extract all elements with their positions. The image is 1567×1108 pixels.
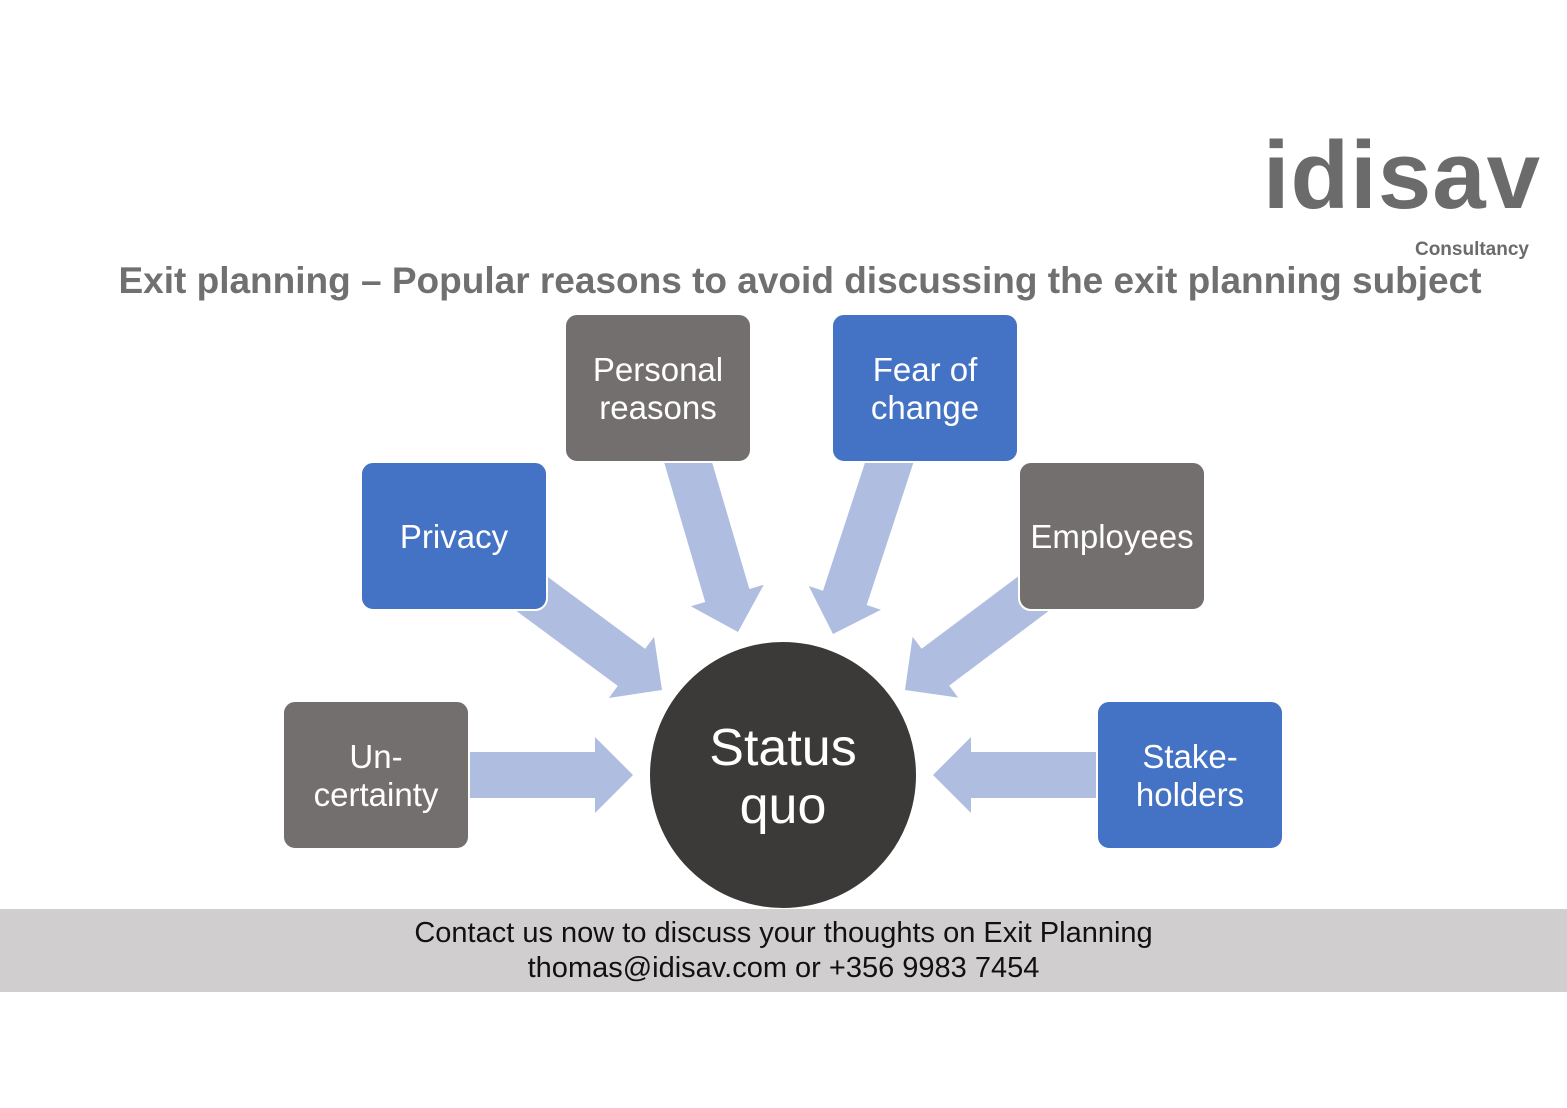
reason-label: change [871,389,979,426]
reason-label: Employees [1030,518,1193,555]
footer-line-1: Contact us now to discuss your thoughts … [414,917,1153,949]
status-quo-label: Status [709,719,856,777]
arrow-personal [660,438,764,632]
reason-box-privacy: Privacy [360,461,548,611]
reason-label: Personal [593,351,723,388]
reason-box-employees: Employees [1018,461,1206,611]
reason-label: reasons [599,389,716,426]
status-quo-label: quo [740,777,827,835]
reason-label: holders [1136,776,1244,813]
logo-subtitle: Consultancy [1414,239,1529,260]
reason-label: Stake- [1142,738,1237,775]
reason-label: Un- [349,738,402,775]
arrow-fear [808,437,917,634]
footer-line-2: thomas@idisav.com or +356 9983 7454 [527,952,1040,984]
reason-label: certainty [314,776,439,813]
page-title: Exit planning – Popular reasons to avoid… [118,260,1482,301]
reason-label: Fear of [873,351,978,388]
reason-box-uncertainty: Un-certainty [282,700,470,850]
footer-contact-band: Contact us now to discuss your thoughts … [0,909,1567,992]
arrow-stakeholders [933,737,1105,813]
arrow-uncertainty [460,737,633,813]
logo: idisav [1262,122,1541,229]
reason-label: Privacy [400,518,509,555]
reason-box-stakeholders: Stake-holders [1096,700,1284,850]
